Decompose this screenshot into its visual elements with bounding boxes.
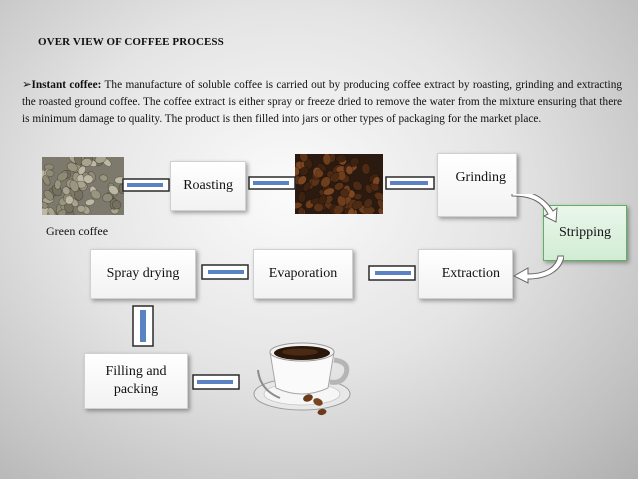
green-coffee-label: Green coffee [46,224,109,238]
step-grinding: Grinding [437,153,517,217]
step-spray-drying-label: Spray drying [106,266,180,281]
arrow-filling-to-cup [192,374,240,390]
bullet-arrow-icon: ➢ [22,79,32,91]
step-spray-drying: Spray drying [90,249,196,299]
arrow-green-to-roasting [122,178,170,192]
green-coffee-image [42,157,124,215]
intro-text: The manufacture of soluble coffee is car… [22,79,622,125]
step-grinding-label: Grinding [455,170,506,185]
step-extraction: Extraction [418,249,513,299]
slide-title: OVER VIEW OF COFFEE PROCESS [38,36,224,48]
step-filling-label-line1: Filling and [105,364,167,379]
arrow-grinding-to-stripping [511,194,558,223]
arrow-extraction-to-evaporation [368,265,416,281]
intro-paragraph: ➢Instant coffee: The manufacture of solu… [22,77,622,128]
step-evaporation-label: Evaporation [268,266,338,281]
step-roasting: Roasting [170,161,246,211]
step-evaporation: Evaporation [253,249,353,299]
arrow-evaporation-to-spray-drying [201,264,249,280]
step-filling-label-line2: packing [113,382,159,397]
arrow-roasted-to-grinding [385,176,435,190]
step-stripping: Stripping [543,205,627,261]
step-roasting-label: Roasting [183,178,233,193]
arrow-roasting-to-roasted [248,176,296,190]
step-extraction-label: Extraction [441,266,500,281]
step-filling-packing: Filling and packing [84,353,188,409]
arrow-spray-drying-to-filling [132,305,154,347]
intro-heading: Instant coffee: [31,79,102,91]
step-stripping-label: Stripping [558,225,612,240]
coffee-cup-image [253,342,351,416]
arrow-stripping-to-extraction [512,255,564,284]
roasted-coffee-image [295,154,383,214]
